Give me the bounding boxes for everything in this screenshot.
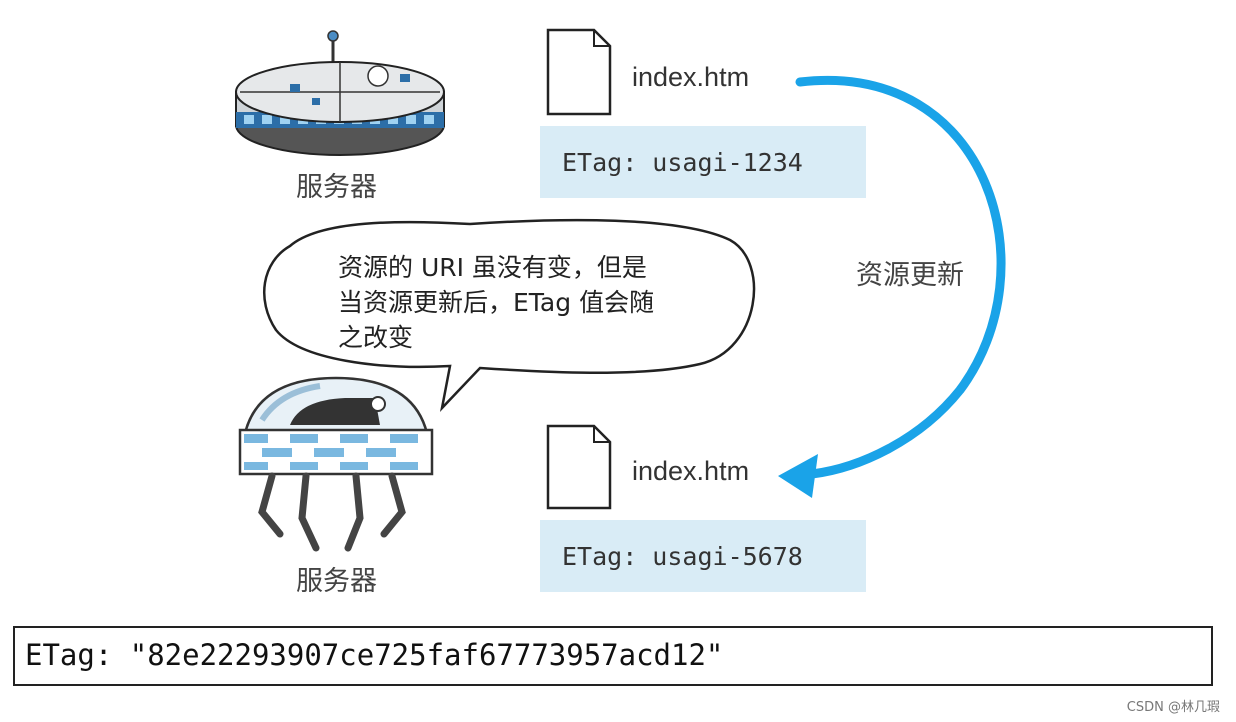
etag-header-example: ETag: "82e22293907ce725faf67773957acd12"	[13, 626, 1213, 686]
client-robot-icon	[238, 376, 434, 552]
top-file-name: index.htm	[632, 62, 749, 92]
bubble-line-3: 之改变	[338, 323, 413, 352]
bubble-line-2: 当资源更新后，ETag 值会随	[338, 288, 654, 317]
server-label: 服务器	[296, 172, 377, 203]
document-icon	[546, 424, 612, 510]
client-label: 服务器	[296, 566, 377, 597]
bottom-file-name: index.htm	[632, 456, 749, 486]
top-etag-value: ETag: usagi-1234	[562, 148, 803, 177]
server-icon	[235, 30, 445, 156]
watermark: CSDN @林几瑕	[1126, 700, 1220, 715]
top-etag-box	[540, 126, 866, 198]
bottom-etag-box	[540, 520, 866, 592]
arrow-head-icon	[778, 454, 818, 498]
document-icon	[546, 28, 612, 116]
update-arrow	[795, 75, 1006, 479]
bottom-etag-value: ETag: usagi-5678	[562, 542, 803, 571]
bubble-line-1: 资源的 URI 虽没有变，但是	[338, 253, 647, 282]
speech-bubble	[263, 218, 756, 412]
arrow-label: 资源更新	[856, 260, 964, 291]
etag-header-text: ETag: "82e22293907ce725faf67773957acd12"	[25, 638, 724, 672]
